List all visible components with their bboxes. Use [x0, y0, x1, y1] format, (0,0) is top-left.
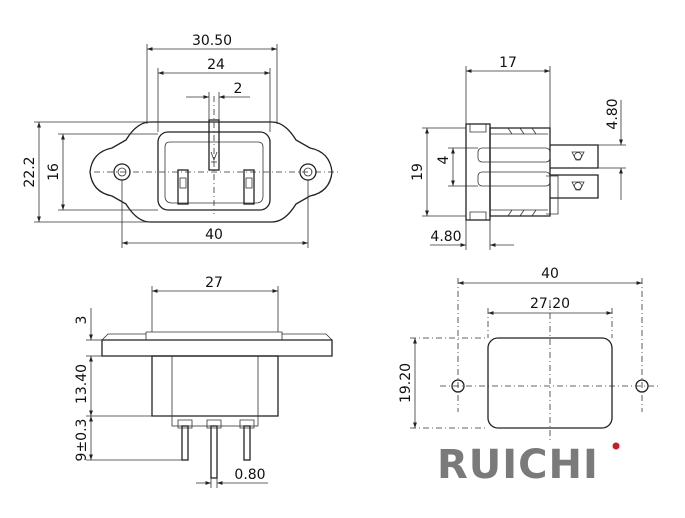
front-pin-earth	[208, 119, 220, 171]
front-dim-hole-spacing: 40	[205, 227, 223, 243]
front-dim-overall-width: 30.50	[192, 33, 232, 49]
front-pin-left	[177, 169, 189, 205]
front-dim-body-width: 24	[207, 57, 225, 73]
bottom-flange-top	[145, 331, 283, 340]
side-terminal-top-mark	[571, 151, 585, 161]
side-body-lines	[490, 133, 548, 211]
front-dim-pin-width: 2	[234, 81, 243, 97]
bottom-pin-center	[210, 425, 218, 479]
side-terminal-bottom-mark	[571, 181, 585, 191]
bottom-view: 27 3 13.40 9±0.3 0.80	[74, 275, 333, 488]
bottom-dim-body-depth: 13.40	[74, 364, 90, 404]
side-flange-detail	[469, 124, 487, 220]
front-pin-left-inner	[179, 177, 187, 189]
logo-accent-dot	[612, 442, 620, 450]
front-view: 30.50 24 2 22.2 16 40	[22, 33, 338, 248]
side-dim-pin-spacing: 4	[436, 155, 452, 164]
bottom-dim-pin-length: 9±0.3	[74, 419, 90, 462]
bottom-dim-flange-height: 3	[74, 316, 90, 325]
side-terminal-bottom-hole	[574, 182, 582, 190]
front-pin-right	[243, 169, 255, 205]
front-dim-overall-height: 22.2	[22, 156, 38, 187]
side-terminal-top-hole	[574, 152, 582, 160]
brand-logo: RUICHI	[437, 442, 620, 488]
bottom-flange-ears	[101, 333, 333, 341]
front-body-inner	[164, 141, 264, 204]
cutout-dim-width: 27.20	[530, 296, 570, 312]
bottom-body	[151, 355, 279, 417]
side-body-ribs	[507, 127, 537, 217]
cutout-view: 40 27.20 19.20	[398, 266, 660, 440]
side-dim-depth: 17	[499, 55, 517, 71]
front-pin-right-inner	[245, 177, 253, 189]
bottom-flange	[101, 339, 333, 357]
front-flange-outline	[89, 121, 333, 223]
bottom-dim-pin-thickness: 0.80	[234, 467, 265, 483]
bottom-pin-collars	[177, 419, 255, 429]
bottom-dim-body-width: 27	[205, 275, 223, 291]
bottom-base	[171, 415, 259, 427]
cutout-dim-height: 19.20	[398, 363, 414, 403]
side-terminal-bottom	[550, 174, 599, 199]
side-terminal-top	[550, 144, 599, 169]
side-dim-terminal-width: 4.80	[605, 98, 621, 129]
side-body	[489, 127, 551, 217]
logo-text: RUICHI	[437, 442, 599, 488]
side-view: 17 4.80 19 4 4.80	[410, 55, 626, 250]
front-pin-earth-mark	[210, 151, 218, 163]
side-pin-guide-bottom	[477, 171, 551, 187]
bottom-pin-left	[181, 425, 189, 461]
cutout-outline	[487, 337, 613, 429]
side-dim-flange-thickness: 4.80	[430, 229, 461, 245]
side-pin-guide-top	[477, 147, 551, 163]
side-dim-height: 19	[410, 163, 426, 181]
cutout-dim-hole-spacing: 40	[541, 266, 559, 282]
front-dim-body-height: 16	[46, 163, 62, 181]
side-terminal-bracket	[546, 175, 559, 215]
bottom-body-lines	[171, 356, 259, 416]
bottom-pin-right	[243, 425, 251, 461]
